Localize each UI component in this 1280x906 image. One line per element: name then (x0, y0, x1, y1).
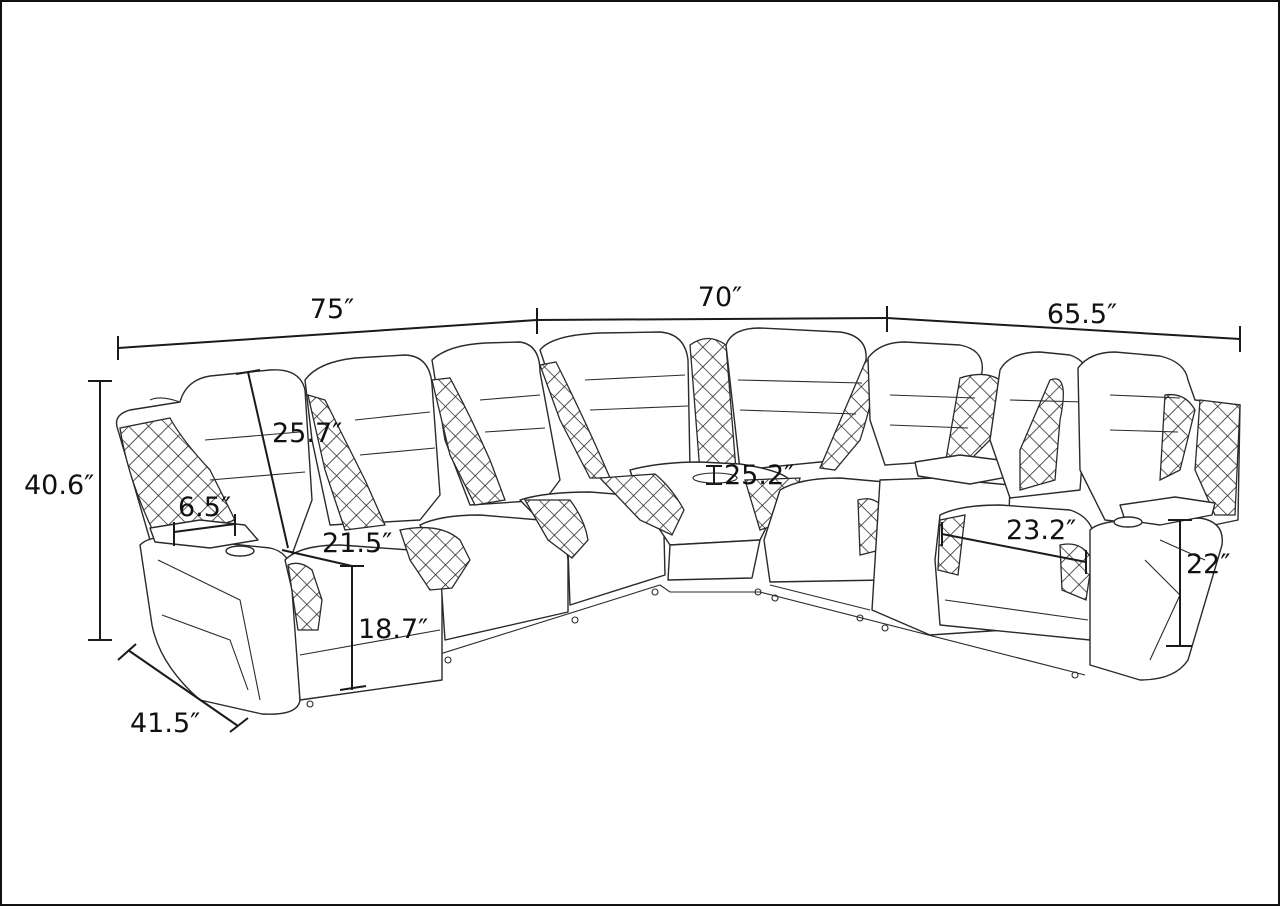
label-seat-height: 18.7″ (358, 614, 428, 645)
label-overall-height: 40.6″ (24, 470, 94, 501)
left-armrest-top (149, 519, 259, 549)
label-seat-width: 21.5″ (322, 528, 392, 559)
right-outer-arm (1089, 517, 1224, 681)
corner-back-left (539, 331, 691, 479)
label-arm-height: 22″ (1186, 549, 1230, 580)
label-wedge-depth: 25.2″ (724, 460, 794, 491)
label-depth: 41.5″ (130, 708, 200, 739)
label-arm-width: 6.5″ (178, 492, 231, 523)
label-back-height: 25.7″ (272, 418, 342, 449)
left-outer-arm (139, 536, 301, 715)
right-cup-holder (1113, 516, 1143, 528)
corner-back-center (689, 337, 737, 473)
label-middle-width: 70″ (698, 282, 742, 313)
label-right-width: 65.5″ (1047, 299, 1117, 330)
dimension-lines (88, 306, 1241, 733)
right-recliner-back (1077, 351, 1241, 531)
label-right-seat-width: 23.2″ (1006, 515, 1076, 546)
left-cup-holder (225, 545, 255, 557)
sectional-sofa (115, 327, 1241, 715)
dimension-labels: 75″ 70″ 65.5″ 40.6″ 25.7″ 6.5″ 21.5″ 18.… (24, 282, 1230, 739)
label-left-width: 75″ (310, 294, 354, 325)
